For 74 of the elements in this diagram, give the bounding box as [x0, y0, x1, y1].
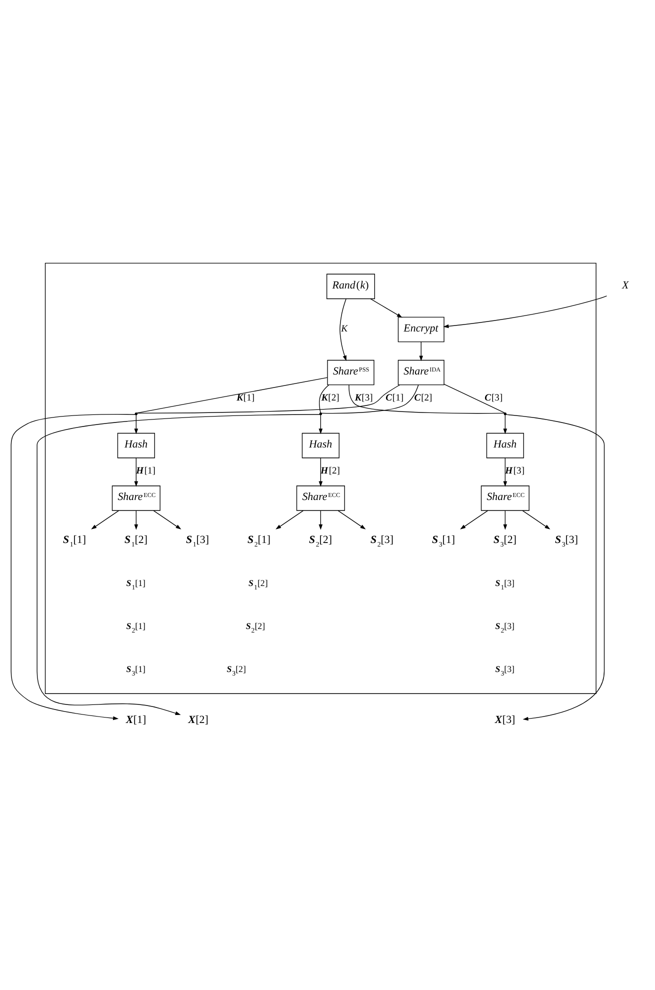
node-box: Share$^{ECC}$ [296, 485, 345, 510]
arrow [503, 510, 508, 530]
edge-label: K[1] [236, 392, 255, 404]
arrow [318, 510, 323, 530]
node-text: S$_{3}$[2] [494, 534, 517, 548]
edge-label: K[3] [354, 392, 373, 404]
node-text: X [622, 278, 629, 291]
arrow [91, 510, 120, 529]
arrow [340, 298, 346, 361]
node-text: S$_{2}$[1] [248, 534, 271, 548]
edge-label: H[1] [136, 465, 156, 476]
node-box: Share$^{ECC}$ [112, 485, 160, 510]
node-text: S$_{1}$[2] [124, 534, 148, 548]
node-text: X[1] [126, 713, 146, 726]
arrow [134, 457, 138, 486]
connector [444, 383, 505, 413]
edge-label: K [341, 322, 348, 334]
node-text: S$_{2}$[3] [370, 534, 394, 548]
node-text: S$_{2}$[2] [309, 534, 332, 548]
arrow [460, 510, 488, 529]
arrow [10, 413, 136, 720]
node-point [134, 412, 138, 415]
arrow [276, 510, 304, 529]
node-text: X[3] [494, 713, 516, 726]
node-text: X[2] [188, 713, 208, 726]
label: S$_{3}$[2] [226, 664, 246, 678]
node-point [319, 412, 322, 415]
edge-label: H[3] [505, 465, 525, 476]
arrow [503, 414, 508, 434]
arrow [134, 414, 138, 434]
node-text: S$_{3}$[3] [555, 534, 578, 548]
node-box: Share$^{PSS}$ [327, 359, 374, 385]
arrow [506, 414, 605, 720]
edge-label: C[3] [484, 392, 503, 404]
arrow [338, 510, 366, 529]
label: S$_{2}$[3] [495, 620, 515, 634]
arrow [318, 457, 323, 486]
connector [318, 384, 330, 413]
arrow [419, 341, 424, 361]
node-box: Encrypt [398, 316, 444, 342]
label: S$_{3}$[1] [126, 664, 146, 678]
node-box: Hash [486, 432, 524, 458]
arrow [318, 414, 323, 434]
node-text: S$_{3}$[1] [432, 534, 456, 548]
connector [321, 384, 419, 414]
node-box: Share$^{ECC}$ [480, 485, 530, 510]
arrow [503, 457, 508, 486]
arrow [370, 298, 402, 318]
cluster [44, 262, 596, 694]
label: S$_{1}$[1] [126, 577, 146, 591]
node-text: S$_{1}$[3] [186, 534, 210, 548]
label: S$_{1}$[2] [248, 577, 268, 591]
label: S$_{1}$[3] [495, 577, 515, 591]
connector [136, 384, 400, 413]
node-box: Hash [302, 432, 340, 458]
arrow [522, 510, 550, 529]
arrow [36, 414, 320, 715]
edge-label: C[1] [386, 392, 404, 404]
label: S$_{2}$[1] [126, 620, 146, 634]
label: S$_{3}$[3] [495, 664, 515, 678]
node-text: S$_{1}$[1] [63, 534, 86, 548]
edge-label: H[2] [320, 465, 340, 476]
edge-label: K[2] [321, 392, 340, 404]
label: S$_{2}$[2] [246, 620, 266, 634]
node-box: Share$^{IDA}$ [398, 359, 444, 385]
connector [136, 376, 328, 413]
connector [348, 384, 505, 414]
node-box: Rand(k) [326, 273, 375, 299]
arrow [443, 295, 608, 328]
edge-label: C[2] [414, 392, 432, 404]
node-box: Hash [117, 432, 155, 458]
arrow [153, 510, 182, 529]
node-point [504, 412, 506, 415]
arrow [134, 510, 138, 530]
